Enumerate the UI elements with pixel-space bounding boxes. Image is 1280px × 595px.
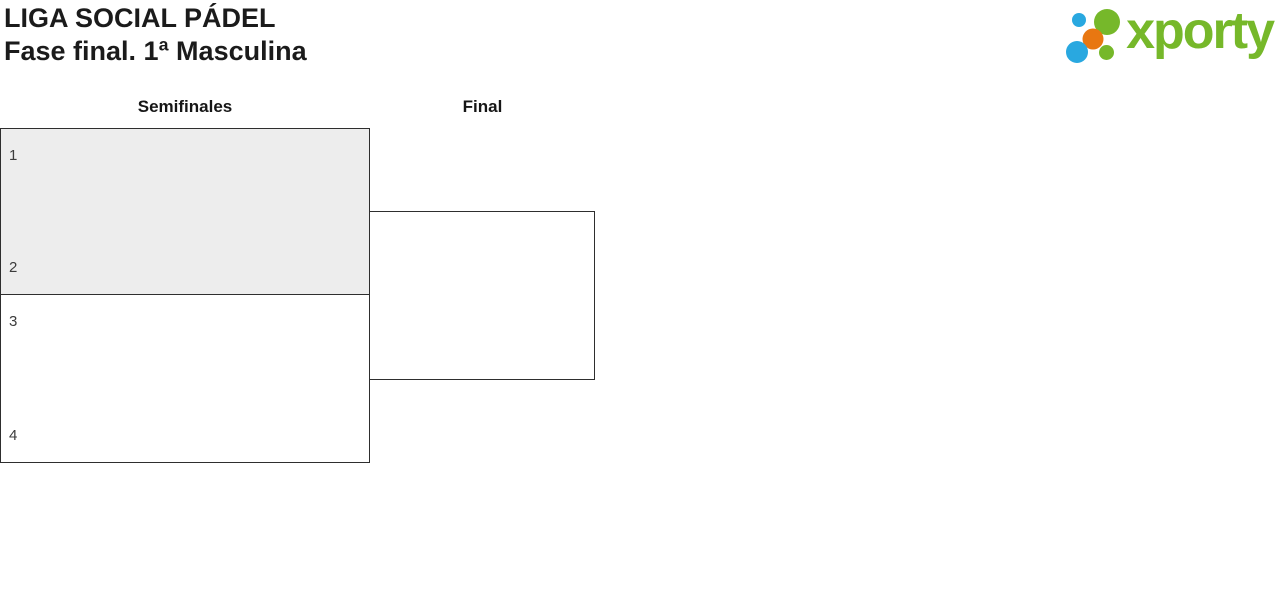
seed-slot-4: 4 xyxy=(9,427,18,444)
seed-slot-1: 1 xyxy=(9,147,18,164)
match-semifinal-2[interactable]: 3 4 xyxy=(0,294,370,463)
round-label-semifinals: Semifinales xyxy=(137,97,233,116)
seed-slot-3: 3 xyxy=(9,313,18,330)
page-header: LIGA SOCIAL PÁDEL Fase final. 1ª Masculi… xyxy=(4,2,307,68)
page-subtitle: Fase final. 1ª Masculina xyxy=(4,36,307,66)
page-title: LIGA SOCIAL PÁDEL xyxy=(4,3,276,33)
round-label-final: Final xyxy=(462,97,503,116)
xporty-logo-text: xporty xyxy=(1126,2,1275,60)
xporty-dots-icon xyxy=(1066,9,1121,63)
match-final[interactable] xyxy=(369,211,595,380)
xporty-logo[interactable]: xporty xyxy=(1066,2,1275,67)
seed-slot-2: 2 xyxy=(9,259,18,276)
match-semifinal-1[interactable]: 1 2 xyxy=(0,128,370,295)
